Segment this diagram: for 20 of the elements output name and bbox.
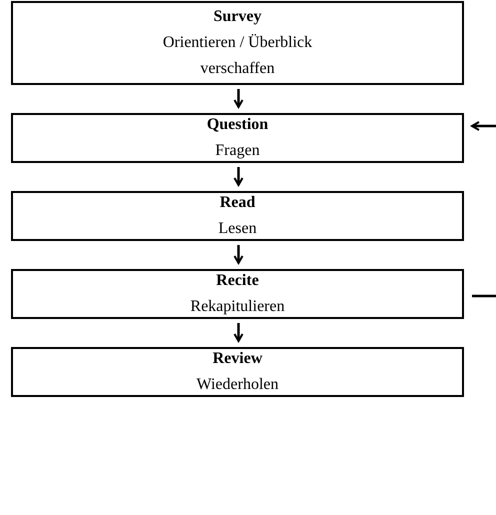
arrow [234, 89, 244, 108]
step-description: Rekapitulieren [190, 297, 285, 317]
process-box [11, 1, 464, 85]
step-title: Survey [214, 7, 262, 27]
step-title: Read [220, 193, 256, 213]
process-box [11, 269, 464, 319]
step-title: Question [206, 115, 268, 135]
arrow [234, 245, 244, 264]
arrow [234, 167, 244, 186]
arrow [471, 121, 496, 298]
arrow [234, 323, 244, 342]
process-box [11, 191, 464, 241]
step-description: Wiederholen [196, 375, 278, 395]
step-description: Lesen [218, 219, 257, 239]
step-description: Orientieren / Überblick verschaffen [162, 33, 314, 79]
step-title: Review [212, 349, 262, 369]
step-title: Recite [216, 271, 259, 291]
step-description: Fragen [215, 141, 260, 161]
process-box [11, 347, 464, 397]
process-box [11, 113, 464, 163]
